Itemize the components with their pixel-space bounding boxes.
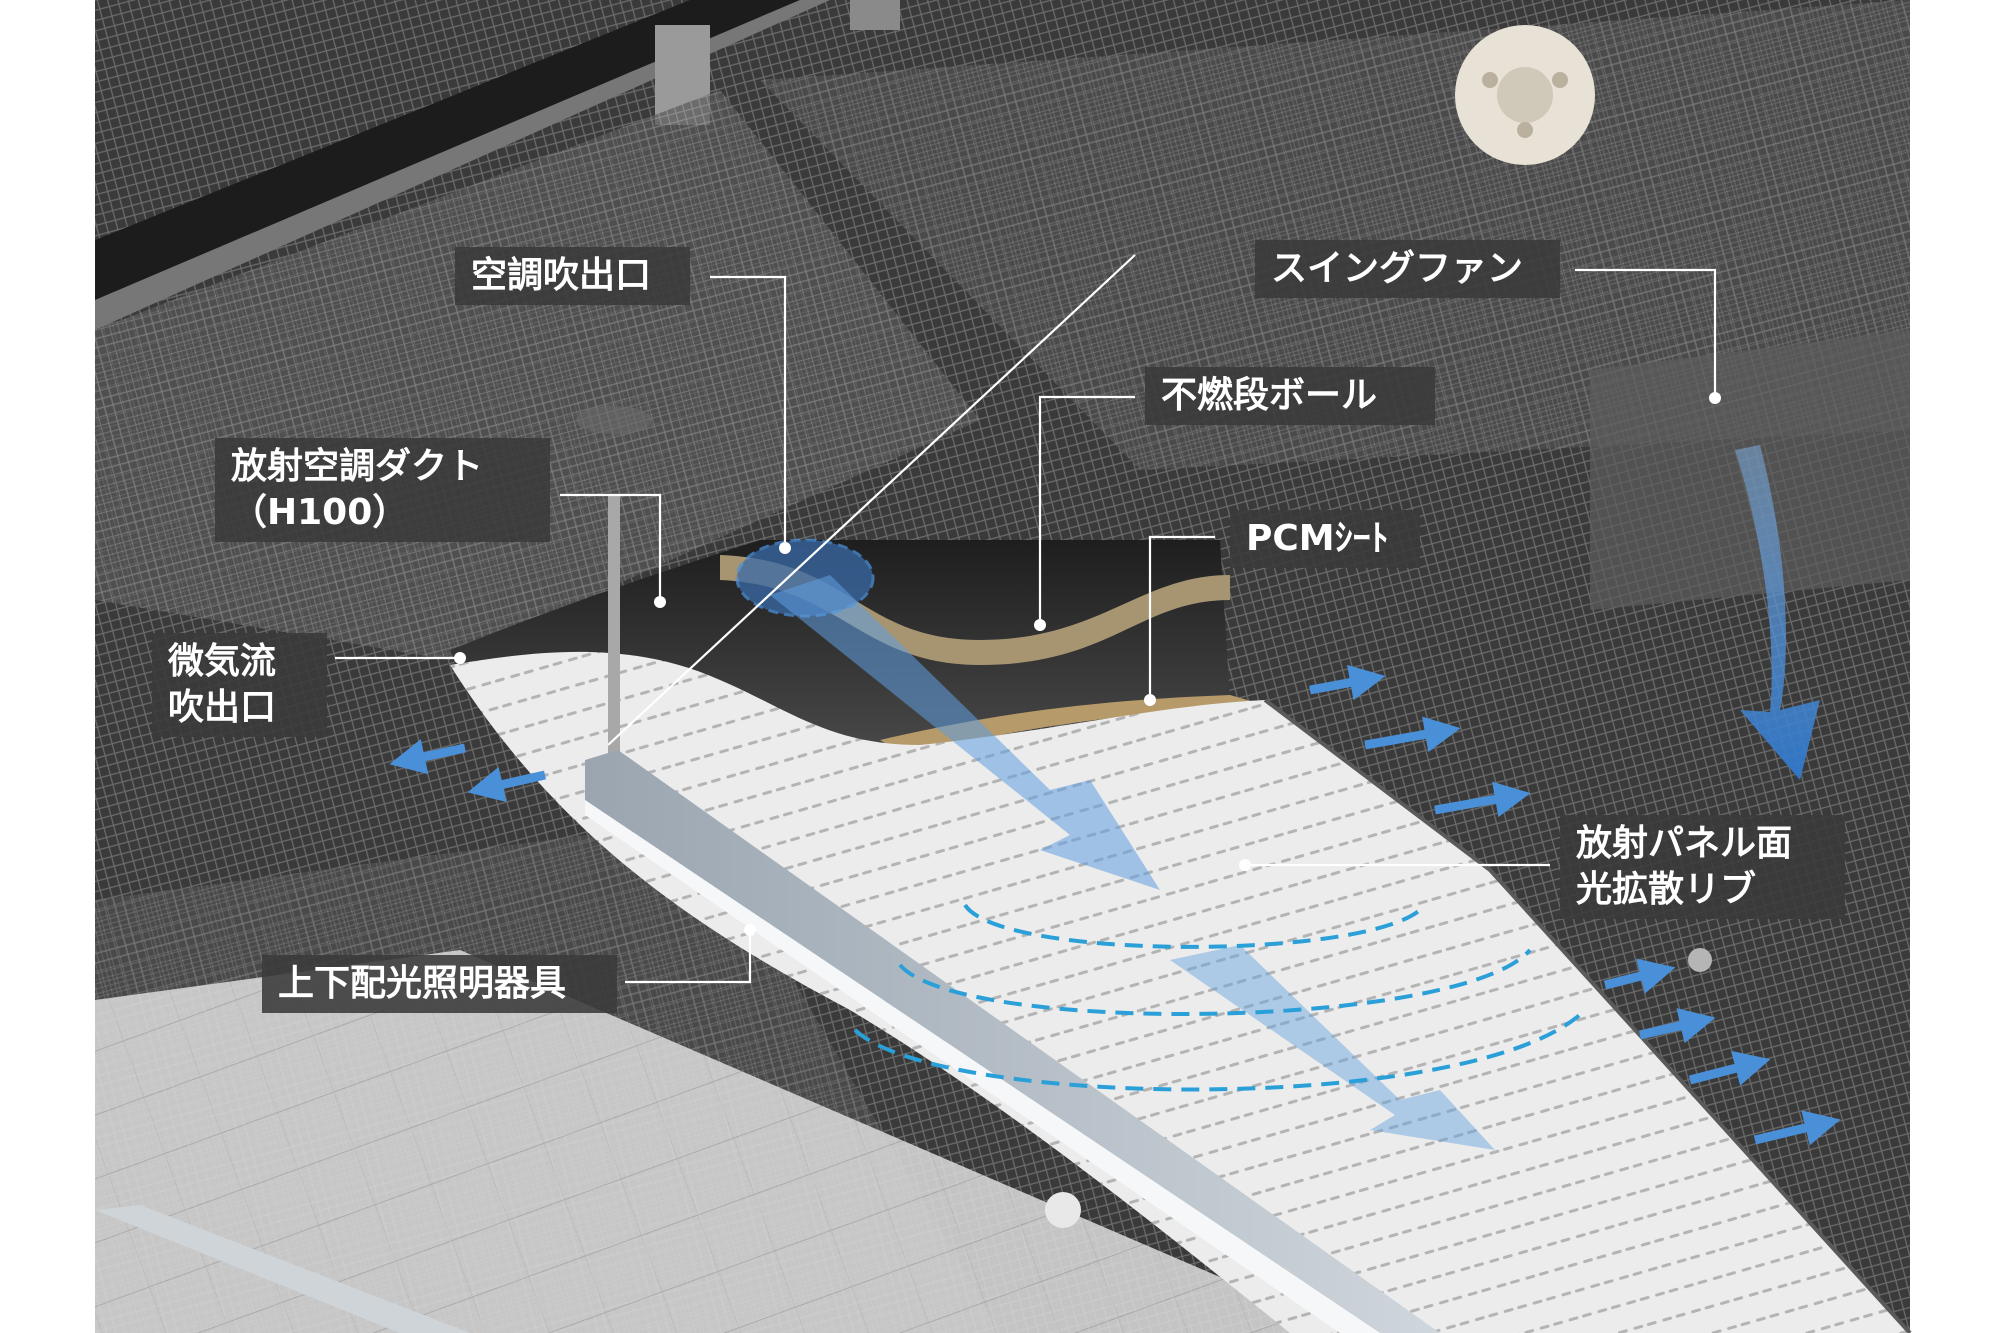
radiant-panel-edge <box>1263 698 1912 1333</box>
ac-jet-arrow <box>770 575 1160 890</box>
label-ac-outlet: 空調吹出口 <box>455 247 690 305</box>
micro-airflow-arrows <box>389 664 1841 1146</box>
ceiling-rail <box>95 0 830 330</box>
lower-light-bar <box>95 1205 470 1333</box>
ac-jet-arrow-secondary <box>1170 945 1495 1150</box>
ceiling-sensor-icon <box>1455 25 1595 165</box>
mesh-panel <box>760 0 1910 470</box>
label-radiant-duct: 放射空調ダクト （H100） <box>215 438 550 542</box>
hanging-rod <box>608 495 620 760</box>
label-pcm-sheet: PCMｼｰﾄ <box>1230 510 1420 568</box>
lighting-fixture <box>585 750 1440 1333</box>
rail-clip-small <box>850 0 900 30</box>
leader-lines <box>335 254 1717 984</box>
lighting-fixture-lower-glow <box>585 800 1380 1333</box>
ceiling-light-icon <box>1045 1192 1081 1228</box>
light-diffusion-waves <box>853 903 1587 1092</box>
radiant-panel-surface <box>450 651 1910 1333</box>
label-micro-airflow-outlet: 微気流 吹出口 <box>152 633 327 737</box>
swing-fan-arrow <box>1735 445 1820 780</box>
lower-panel-strip <box>95 950 1350 1333</box>
rod-mount <box>576 406 652 434</box>
label-lighting-fixture: 上下配光照明器具 <box>262 955 617 1013</box>
label-swing-fan: スイングファン <box>1255 240 1560 298</box>
label-radiant-panel: 放射パネル面 光拡散リブ <box>1560 815 1845 919</box>
leader-dots <box>454 392 1721 936</box>
label-fire-resistant-cardboard: 不燃段ボール <box>1145 367 1435 425</box>
ceiling-light-icon <box>1688 948 1712 972</box>
fire-resistant-cardboard <box>720 555 1230 665</box>
